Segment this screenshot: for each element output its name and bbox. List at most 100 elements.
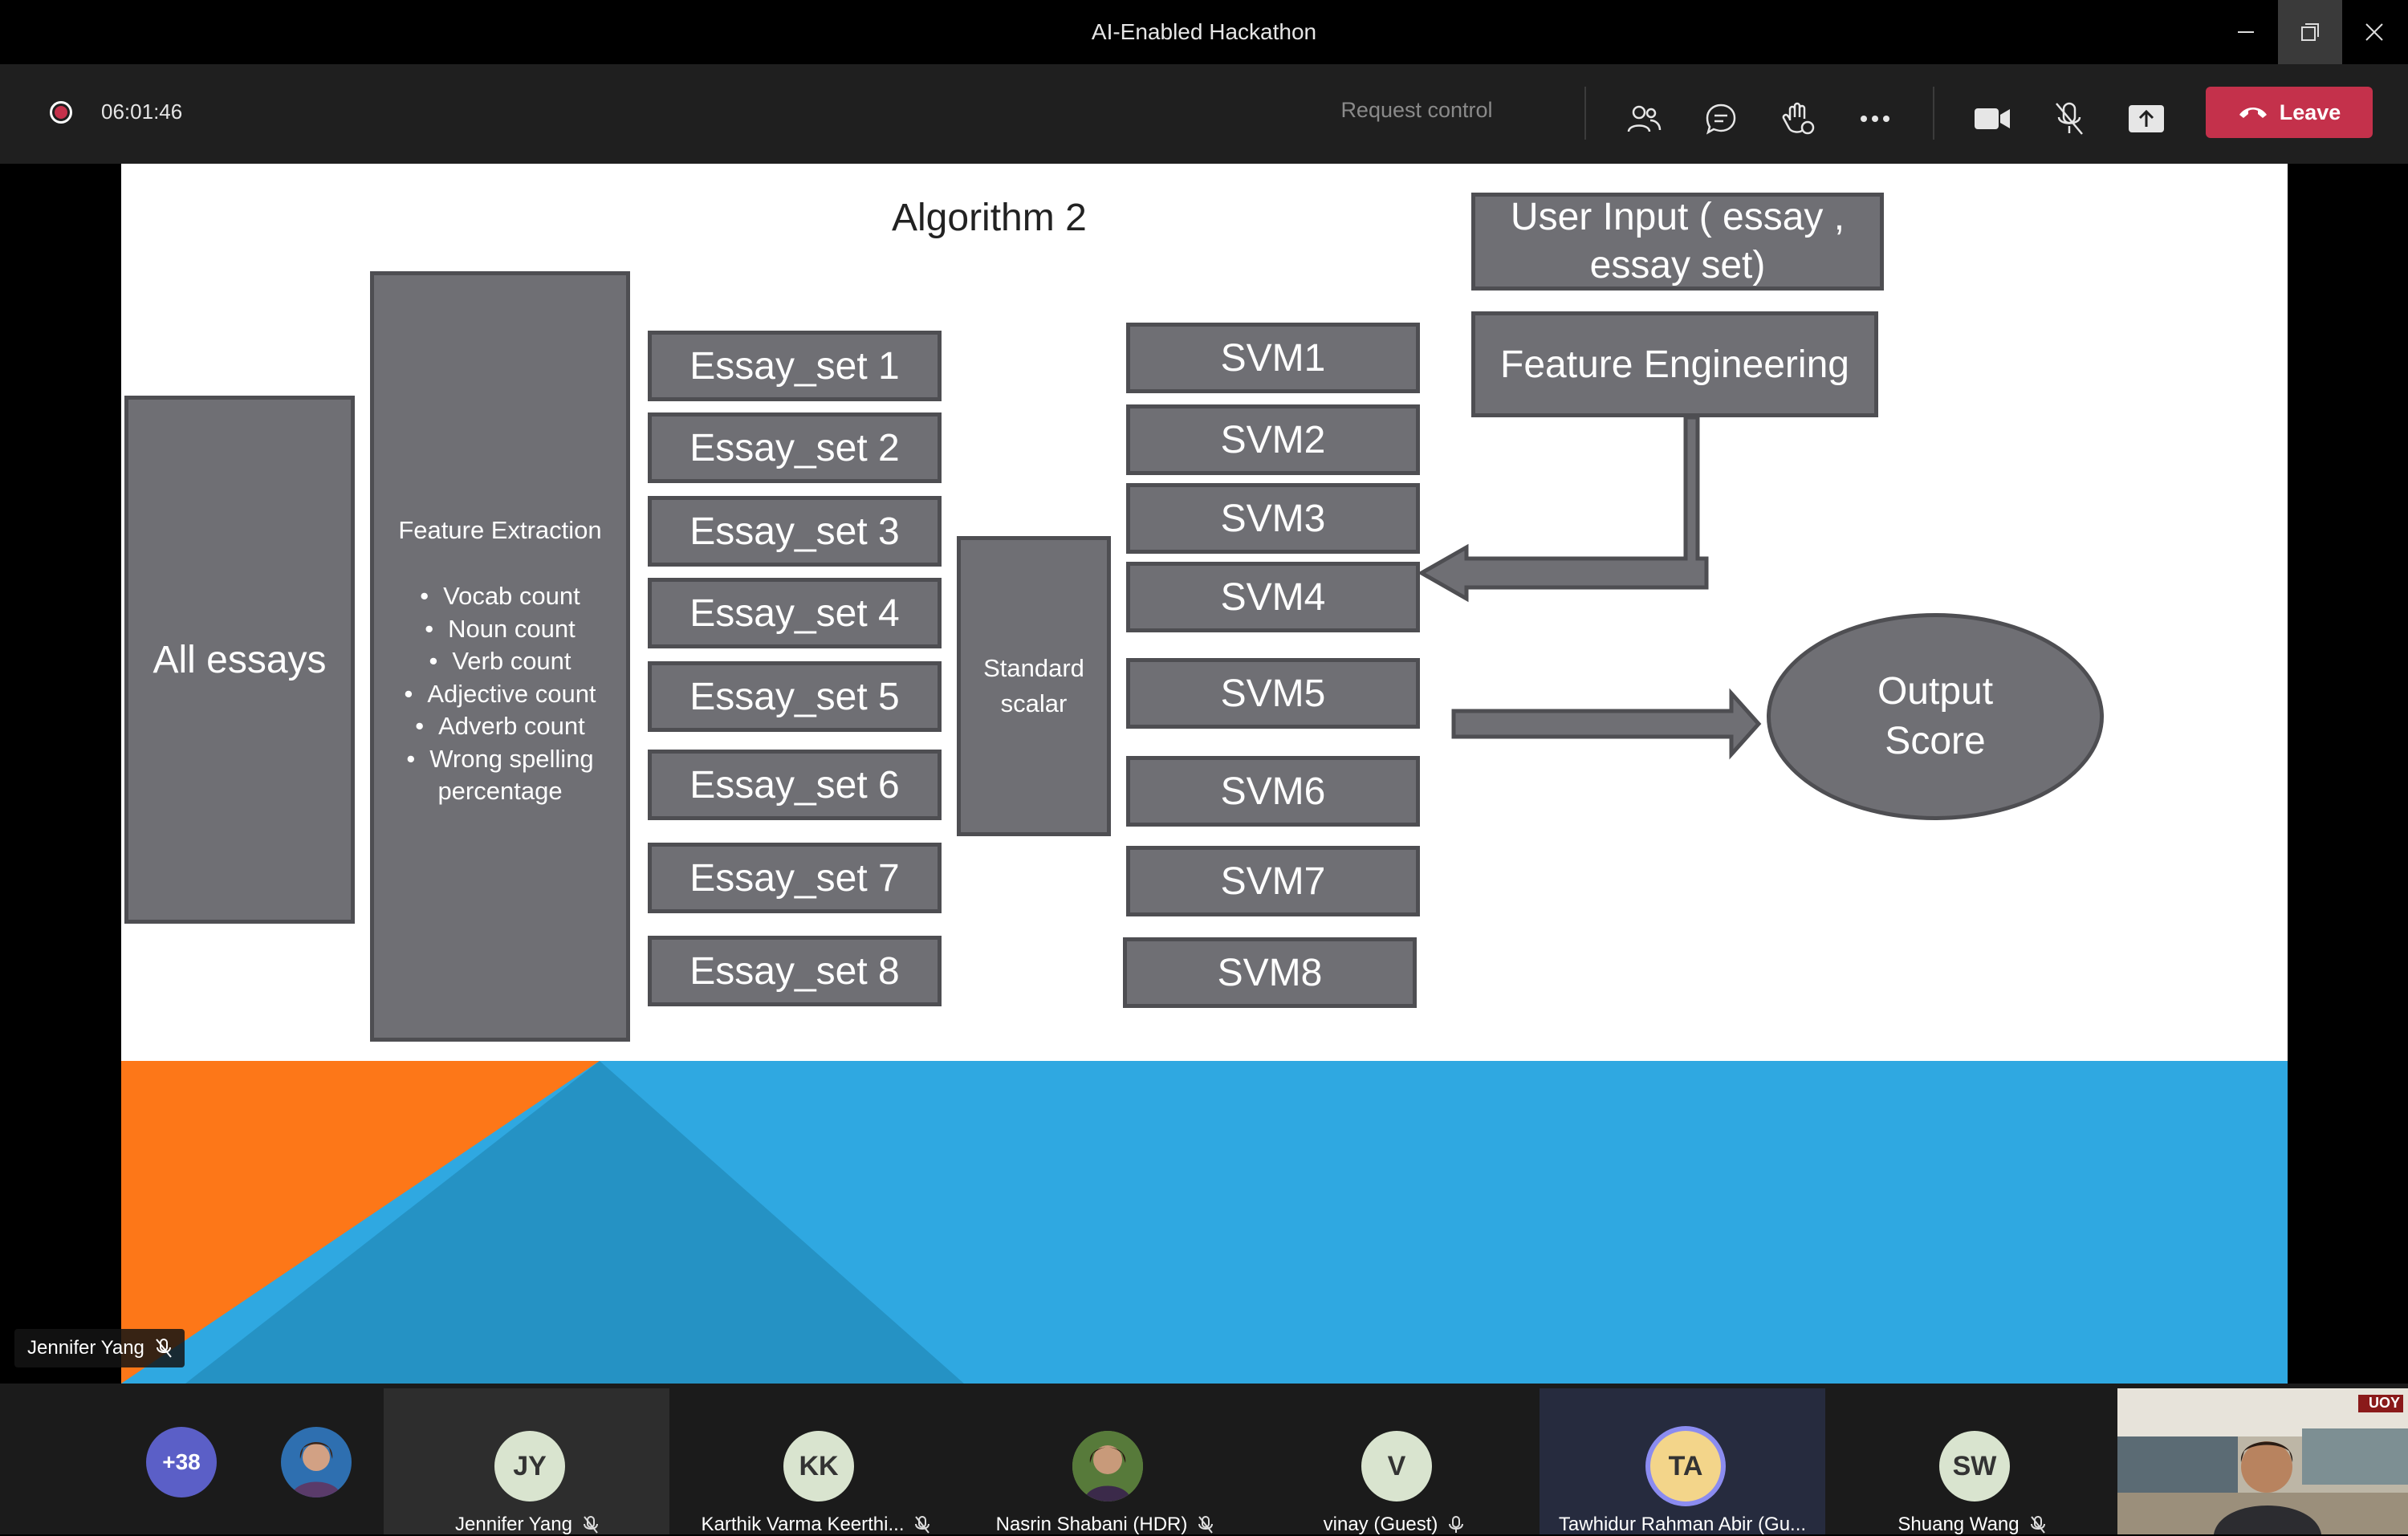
people-icon (1627, 105, 1662, 132)
feature-item: Noun count (398, 613, 602, 646)
flow-arrows (1417, 415, 1762, 760)
presentation-slide: Algorithm 2 All essays Feature Extractio… (121, 164, 2288, 1384)
output-score-label: Output Score (1877, 670, 1994, 762)
share-screen-button[interactable] (2122, 95, 2170, 143)
more-participants-button[interactable]: +38 (146, 1427, 217, 1497)
all-essays-box: All essays (124, 396, 355, 924)
participant-tile-speaking[interactable]: TA Tawhidur Rahman Abir (Gu... (1540, 1388, 1825, 1536)
participant-name: Karthik Varma Keerthi... (701, 1514, 905, 1535)
participant-name: Nasrin Shabani (HDR) (995, 1514, 1188, 1535)
divider (1933, 87, 1934, 140)
svm-box: SVM5 (1126, 658, 1420, 729)
avatar (1072, 1431, 1143, 1501)
participant-tile[interactable]: JY Jennifer Yang (384, 1388, 669, 1536)
presenter-name: Jennifer Yang (27, 1337, 144, 1359)
video-badge: UOY (2368, 1395, 2400, 1411)
shared-content-stage: Algorithm 2 All essays Feature Extractio… (0, 164, 2408, 1384)
svm-box: SVM1 (1126, 323, 1420, 393)
essay-set-box: Essay_set 6 (648, 750, 942, 820)
participant-tile[interactable]: KK Karthik Varma Keerthi... (673, 1388, 958, 1536)
svm-box: SVM6 (1126, 756, 1420, 827)
restore-button[interactable] (2278, 0, 2342, 64)
feedback-arrow (1417, 415, 1709, 603)
camera-icon (1975, 108, 2010, 129)
output-arrow (1451, 688, 1762, 760)
recording-icon (50, 101, 72, 124)
mic-off-icon (156, 1339, 172, 1358)
presenter-name-tag: Jennifer Yang (14, 1329, 185, 1367)
more-icon (1861, 116, 1889, 122)
more-options-button[interactable] (1851, 95, 1899, 143)
reactions-button[interactable] (1774, 95, 1822, 143)
feature-item: Vocab count (398, 580, 602, 613)
participant-name-row: Karthik Varma Keerthi... (673, 1514, 958, 1536)
leave-button[interactable]: Leave (2206, 87, 2373, 138)
feature-item: Verb count (398, 645, 602, 678)
participant-name: vinay (Guest) (1323, 1514, 1438, 1535)
mic-off-icon (1198, 1516, 1214, 1534)
chat-icon (1706, 104, 1736, 135)
all-essays-label: All essays (153, 638, 327, 681)
participant-tile[interactable]: Nasrin Shabani (HDR) (962, 1388, 1247, 1536)
feature-item: Adverb count (398, 710, 602, 743)
participants-button[interactable] (1620, 95, 1668, 143)
feature-list: Vocab count Noun count Verb count Adject… (374, 580, 626, 808)
participant-name-row: Tawhidur Rahman Abir (Gu... (1540, 1514, 1825, 1536)
leave-label: Leave (2279, 100, 2341, 124)
avatar: KK (783, 1431, 854, 1501)
svm-box: SVM3 (1126, 483, 1420, 554)
mic-off-icon (2056, 102, 2083, 135)
participant-name-row: Shuang Wang (1828, 1514, 2114, 1536)
participant-avatar[interactable] (281, 1427, 352, 1497)
close-window-button[interactable] (2342, 0, 2406, 64)
request-control-button[interactable]: Request control (1340, 98, 1493, 122)
essay-set-box: Essay_set 5 (648, 661, 942, 732)
share-icon (2129, 105, 2164, 132)
minimize-icon (2238, 31, 2254, 33)
divider (1584, 87, 1586, 140)
slide-title: Algorithm 2 (892, 197, 1087, 239)
title-bar: AI-Enabled Hackathon (0, 0, 2408, 64)
svm-box: SVM2 (1126, 404, 1420, 475)
avatar: TA (1650, 1431, 1721, 1501)
restore-icon (2301, 23, 2319, 41)
avatar: JY (494, 1431, 565, 1501)
essay-set-box: Essay_set 3 (648, 496, 942, 567)
standard-scalar-box: Standard scalar (957, 536, 1111, 836)
profile-photo (281, 1427, 352, 1497)
feature-engineering-box: Feature Engineering (1471, 311, 1878, 417)
feature-extraction-box: Feature Extraction Vocab count Noun coun… (370, 271, 630, 1042)
feature-extraction-heading: Feature Extraction (398, 516, 602, 544)
video-feed (2117, 1388, 2408, 1534)
profile-photo (1072, 1431, 1143, 1501)
output-score-ellipse: Output Score (1767, 613, 2104, 820)
avatar: SW (1939, 1431, 2010, 1501)
feature-item: Wrong spelling percentage (398, 743, 602, 808)
hang-up-icon (2239, 108, 2267, 118)
standard-scalar-label: Standard scalar (983, 654, 1084, 717)
svm-box: SVM7 (1126, 846, 1420, 916)
participant-name: Shuang Wang (1898, 1514, 2020, 1535)
mic-off-icon (583, 1516, 598, 1534)
self-video-preview[interactable]: UOY (2117, 1388, 2408, 1534)
participant-name-row: vinay (Guest) (1251, 1514, 1536, 1536)
mic-button[interactable] (2045, 95, 2093, 143)
essay-set-box: Essay_set 2 (648, 412, 942, 483)
chat-button[interactable] (1697, 95, 1745, 143)
participant-name: Jennifer Yang (455, 1514, 572, 1535)
essay-set-box: Essay_set 7 (648, 843, 942, 913)
avatar: V (1361, 1431, 1432, 1501)
camera-button[interactable] (1968, 95, 2016, 143)
svm-box: SVM4 (1126, 562, 1420, 632)
minimize-button[interactable] (2214, 0, 2278, 64)
participant-tile[interactable]: SW Shuang Wang (1828, 1388, 2114, 1536)
participant-tile[interactable]: V vinay (Guest) (1251, 1388, 1536, 1536)
essay-set-box: Essay_set 4 (648, 578, 942, 648)
participant-name-row: Jennifer Yang (384, 1514, 669, 1536)
mic-icon (1449, 1516, 1464, 1533)
raise-hand-icon (1782, 102, 1815, 135)
participant-name-row: Nasrin Shabani (HDR) (962, 1514, 1247, 1536)
meeting-timer: 06:01:46 (101, 100, 183, 124)
participant-strip: JY Jennifer Yang KK Karthik Varma Keerth… (0, 1384, 2408, 1536)
mic-off-icon (2030, 1516, 2045, 1534)
